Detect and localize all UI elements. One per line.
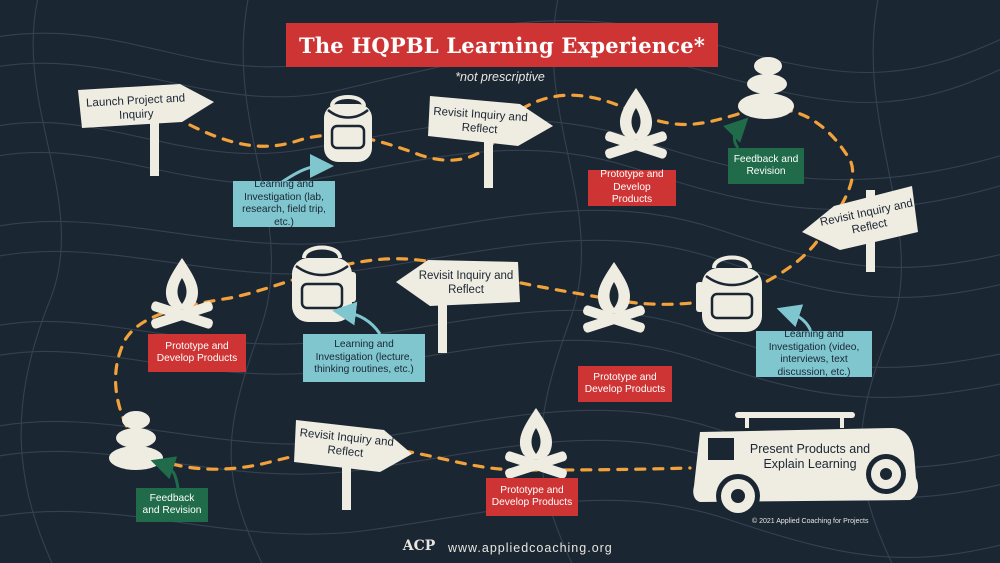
arrow-to-cairn-1 bbox=[723, 117, 749, 149]
backpack-icon bbox=[324, 95, 372, 162]
website-link[interactable]: www.appliedcoaching.org bbox=[448, 541, 613, 555]
sign-revisit-3-label: Revisit Inquiry and Reflect bbox=[418, 270, 514, 296]
feedback-revision-2-label: Feedback and Revision bbox=[136, 488, 208, 522]
copyright-text: © 2021 Applied Coaching for Projects bbox=[752, 518, 869, 525]
acp-logo: ACP bbox=[402, 538, 436, 554]
campfire-icon bbox=[151, 258, 213, 329]
signpost-revisit-1-icon bbox=[428, 96, 553, 188]
signpost-revisit-4-icon bbox=[294, 420, 412, 510]
prototype-4-label: Prototype and Develop Products bbox=[486, 478, 578, 516]
signpost-revisit-3-icon bbox=[396, 260, 520, 353]
arrow-to-cairn-2 bbox=[150, 456, 180, 489]
arrow-to-backpack-1 bbox=[281, 154, 334, 184]
backpack-icon bbox=[696, 255, 762, 332]
prototype-3-label: Prototype and Develop Products bbox=[148, 334, 246, 372]
arrow-to-backpack-3 bbox=[332, 301, 382, 335]
subtitle: *not prescriptive bbox=[455, 70, 545, 84]
signpost-revisit-2-icon bbox=[802, 186, 918, 272]
sign-revisit-1-label: Revisit Inquiry and Reflect bbox=[432, 105, 529, 137]
learning-investigation-2-label: Learning and Investigation (video, inter… bbox=[756, 329, 872, 378]
campfire-icon bbox=[583, 262, 645, 333]
learning-investigation-1-label: Learning and Investigation (lab, researc… bbox=[233, 179, 335, 228]
feedback-revision-1-label: Feedback and Revision bbox=[728, 148, 804, 184]
present-products-label: Present Products and Explain Learning bbox=[749, 442, 871, 471]
sign-launch-label: Launch Project and Inquiry bbox=[85, 92, 186, 122]
jeep-icon bbox=[693, 412, 918, 518]
signpost-launch-icon bbox=[78, 84, 214, 176]
stone-cairn-icon bbox=[738, 57, 794, 119]
page-title: The HQPBL Learning Experience* bbox=[286, 23, 718, 67]
campfire-icon bbox=[605, 88, 667, 159]
stone-cairn-icon bbox=[109, 411, 163, 470]
prototype-1-label: Prototype and Develop Products bbox=[588, 169, 676, 206]
backpack-icon bbox=[292, 245, 356, 322]
campfire-icon bbox=[505, 408, 567, 479]
prototype-2-label: Prototype and Develop Products bbox=[578, 366, 672, 402]
learning-investigation-3-label: Learning and Investigation (lecture, thi… bbox=[303, 334, 425, 382]
